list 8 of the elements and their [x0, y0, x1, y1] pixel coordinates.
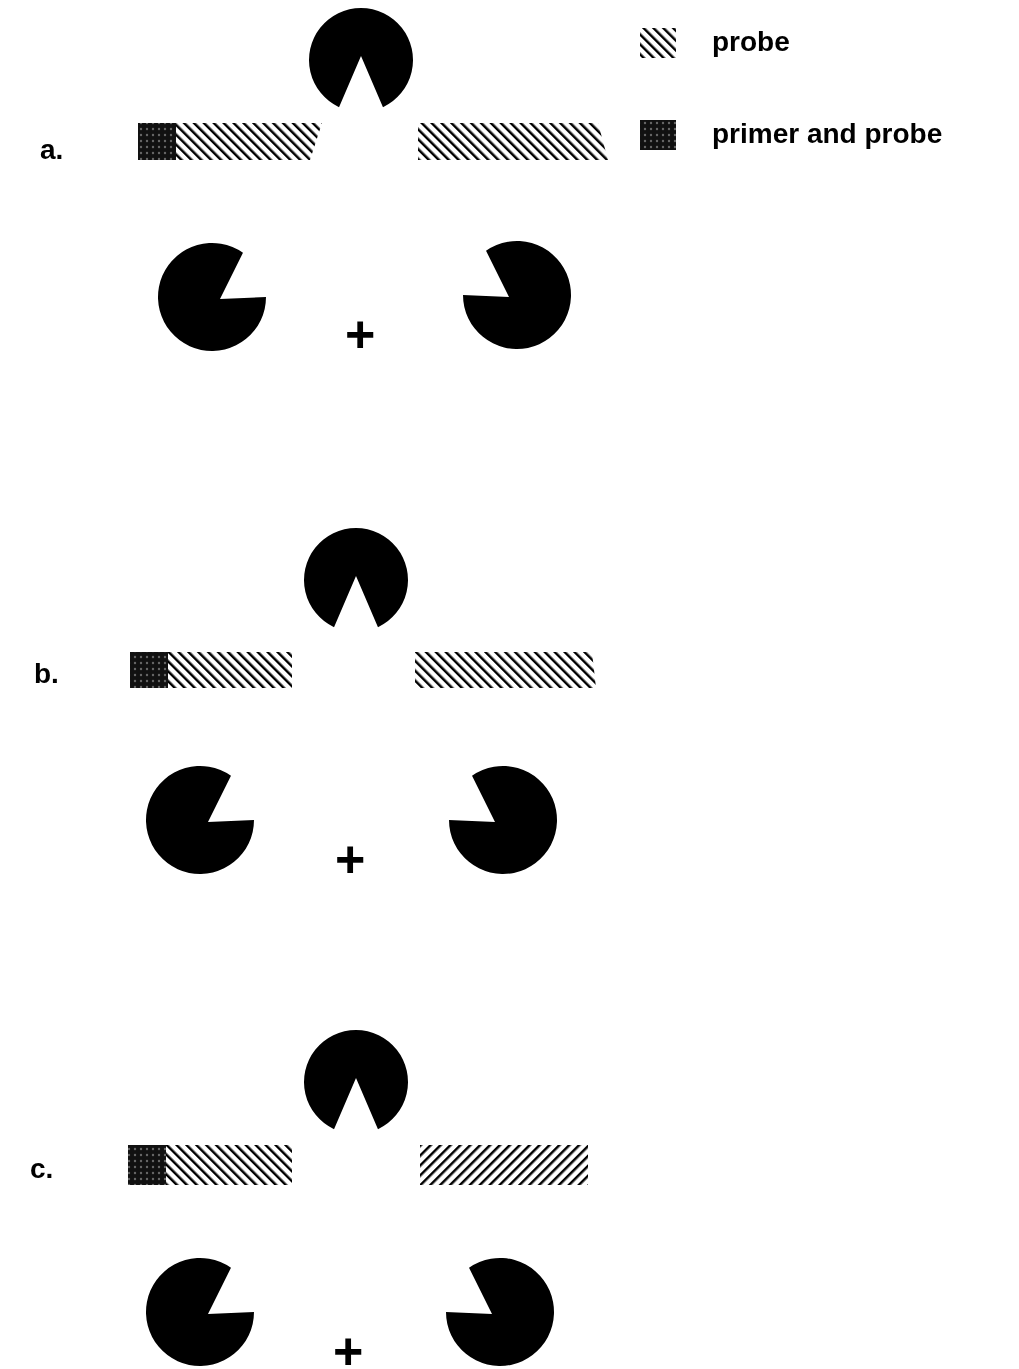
panel-label: a. — [40, 136, 64, 164]
legend-label: probe — [712, 28, 790, 56]
plus-sign: + — [335, 833, 366, 885]
plus-sign: + — [345, 308, 376, 360]
legend-label: primer and probe — [712, 120, 943, 148]
plus-sign: + — [333, 1325, 364, 1369]
panel-label: c. — [30, 1155, 54, 1183]
panel-label: b. — [34, 660, 59, 688]
